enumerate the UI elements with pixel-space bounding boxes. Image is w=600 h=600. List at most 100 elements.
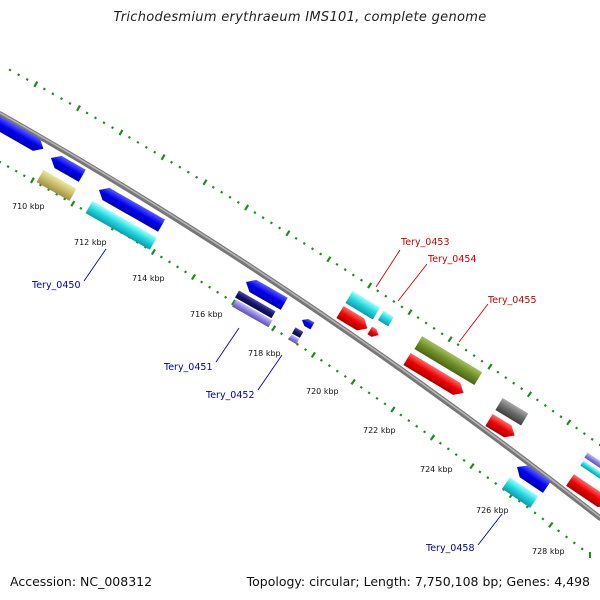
gene-feature[interactable]	[243, 276, 288, 310]
minor-tick	[195, 175, 199, 179]
kbp-label: 722 kbp	[363, 426, 396, 435]
minor-tick	[415, 424, 419, 428]
gene-feature[interactable]	[0, 113, 47, 155]
minor-tick	[535, 398, 539, 402]
minor-tick	[533, 511, 537, 515]
gene-feature[interactable]	[232, 299, 273, 328]
gene-feature[interactable]	[288, 334, 300, 345]
major-tick	[548, 521, 554, 528]
gene-label-tery0458[interactable]: Tery_0458	[425, 543, 475, 554]
gene-feature[interactable]	[367, 326, 380, 340]
major-tick	[244, 204, 250, 211]
gene-feature[interactable]	[377, 310, 394, 327]
minor-tick	[359, 278, 364, 282]
minor-tick	[541, 517, 545, 521]
minor-tick	[343, 374, 347, 379]
minor-tick	[440, 332, 444, 336]
minor-tick	[224, 295, 228, 299]
minor-tick	[127, 135, 131, 139]
gene-feature[interactable]	[36, 169, 77, 201]
minor-tick	[269, 221, 273, 225]
minor-tick	[359, 385, 363, 389]
minor-tick	[186, 170, 190, 174]
major-tick	[367, 282, 373, 289]
leader-line	[83, 248, 107, 282]
gene-label-tery0450[interactable]: Tery_0450	[31, 280, 81, 291]
topology-text: Topology: circular; Length: 7,750,108 bp…	[246, 574, 590, 589]
genome-backbone	[0, 111, 600, 521]
minor-tick	[93, 116, 98, 120]
major-tick	[285, 230, 291, 237]
minor-tick	[480, 359, 484, 363]
minor-tick	[376, 289, 380, 293]
minor-tick	[319, 358, 323, 362]
gene-label-tery0454[interactable]: Tery_0454	[427, 254, 477, 265]
gene-label-tery0455[interactable]: Tery_0455	[487, 295, 537, 306]
minor-tick	[416, 316, 420, 320]
gene-feature[interactable]	[414, 336, 483, 386]
minor-tick	[14, 169, 18, 173]
minor-tick	[564, 535, 569, 539]
gene-feature[interactable]	[96, 184, 166, 232]
inner-tick-track	[0, 160, 592, 558]
major-tick	[310, 351, 316, 359]
minor-tick	[575, 426, 579, 430]
gene-label-tery0451[interactable]: Tery_0451	[163, 362, 213, 373]
gene-feature[interactable]	[403, 352, 467, 399]
gene-feature[interactable]	[235, 290, 276, 319]
gene-label-tery0453[interactable]: Tery_0453	[400, 237, 450, 248]
minor-tick	[399, 413, 403, 417]
minor-tick	[392, 299, 396, 304]
gene-feature[interactable]	[292, 327, 304, 338]
minor-tick	[220, 190, 224, 194]
outer-tick-track	[8, 68, 600, 447]
minor-tick	[383, 402, 387, 406]
minor-tick	[559, 415, 563, 419]
minor-tick	[208, 285, 212, 289]
minor-tick	[432, 326, 436, 330]
gene-feature[interactable]	[584, 452, 600, 473]
gene-feature[interactable]	[580, 460, 600, 481]
minor-tick	[278, 226, 282, 230]
gene-feature[interactable]	[300, 317, 315, 330]
gene-feature[interactable]	[495, 397, 529, 426]
gene-feature[interactable]	[485, 413, 518, 441]
gene-feature[interactable]	[48, 152, 86, 182]
major-tick	[33, 81, 39, 88]
minor-tick	[68, 101, 72, 105]
gene-feature[interactable]	[502, 477, 539, 508]
minor-tick	[0, 160, 2, 164]
major-tick	[588, 552, 592, 558]
minor-tick	[310, 247, 315, 251]
minor-tick	[335, 262, 339, 266]
minor-tick	[6, 165, 10, 169]
minor-tick	[438, 441, 442, 445]
minor-tick	[178, 165, 182, 169]
minor-tick	[520, 387, 524, 391]
minor-tick	[42, 87, 46, 91]
gene-feature[interactable]	[336, 305, 371, 334]
major-tick	[231, 299, 237, 306]
gene-feature[interactable]	[345, 290, 381, 320]
leader-line	[397, 263, 428, 302]
minor-tick	[136, 140, 140, 144]
minor-tick	[384, 294, 388, 298]
minor-tick	[169, 160, 174, 164]
minor-tick	[590, 437, 594, 441]
minor-tick	[400, 305, 404, 309]
gene-feature[interactable]	[566, 474, 600, 511]
minor-tick	[159, 255, 163, 259]
minor-tick	[79, 206, 83, 210]
major-tick	[190, 273, 197, 281]
major-tick	[469, 463, 475, 470]
gene-feature[interactable]	[85, 200, 157, 250]
minor-tick	[367, 391, 371, 395]
major-tick	[160, 154, 166, 161]
minor-tick	[543, 403, 547, 408]
minor-tick	[375, 396, 379, 400]
minor-tick	[211, 185, 215, 189]
minor-tick	[200, 280, 204, 284]
accession-text: Accession: NC_008312	[10, 574, 153, 589]
gene-label-tery0452[interactable]: Tery_0452	[205, 390, 255, 401]
gene-feature[interactable]	[513, 461, 551, 493]
